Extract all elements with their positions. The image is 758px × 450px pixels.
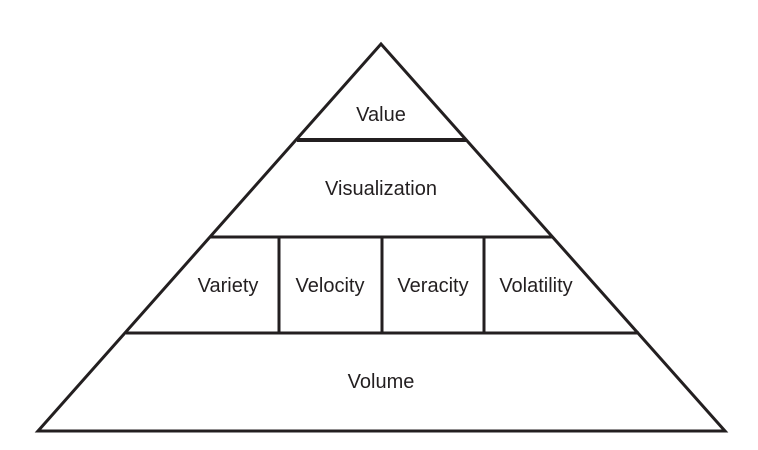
label-variety: Variety: [198, 275, 259, 297]
label-velocity: Velocity: [296, 275, 365, 297]
label-visualization: Visualization: [325, 178, 437, 200]
pyramid-outline: [34, 41, 729, 433]
label-volatility: Volatility: [499, 275, 572, 297]
label-value: Value: [356, 104, 406, 126]
label-volume: Volume: [348, 371, 415, 393]
label-veracity: Veracity: [397, 275, 468, 297]
